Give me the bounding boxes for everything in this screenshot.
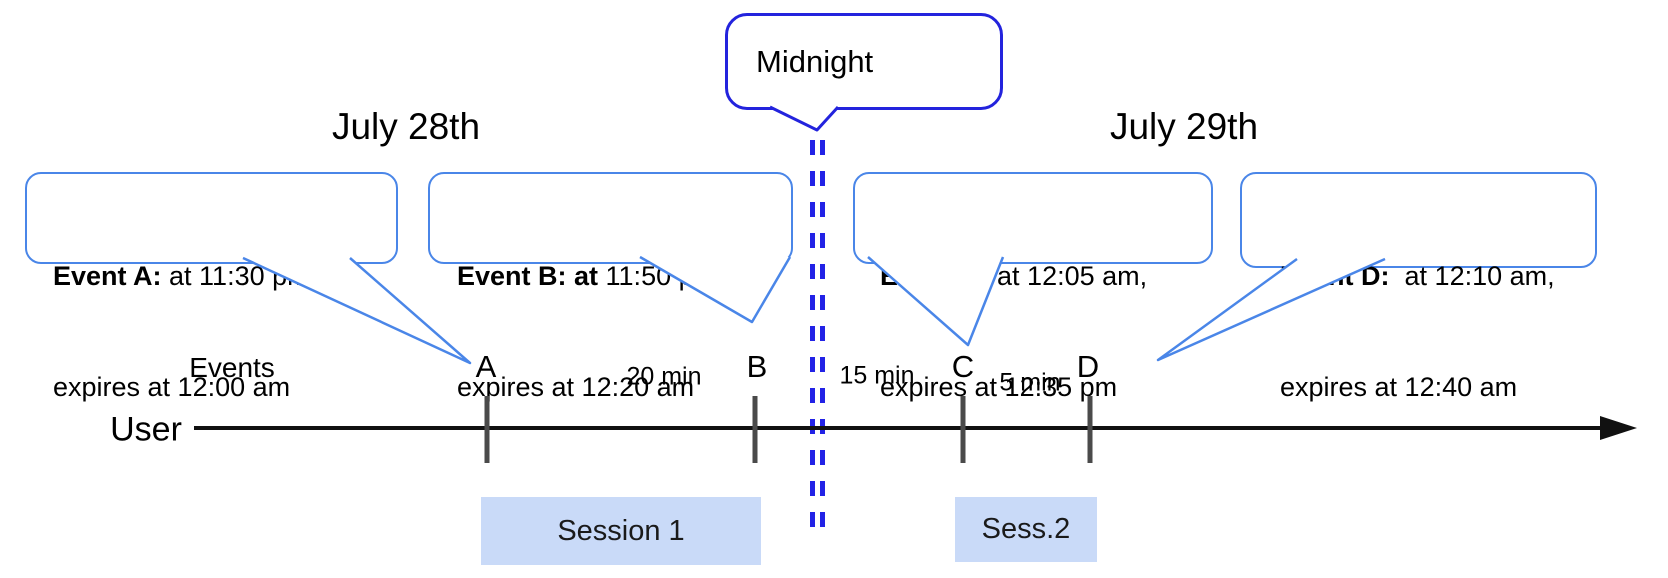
tick-label-d: D — [1076, 349, 1100, 384]
event-c-callout: Event C: at 12:05 am, expires at 12:35 p… — [853, 172, 1213, 402]
session-1-box: Session 1 — [481, 497, 761, 565]
midnight-label: Midnight — [756, 43, 874, 79]
interval-20min-label: 20 min — [626, 362, 702, 391]
tick-label-a: A — [475, 349, 497, 384]
timeline-arrowhead — [1600, 416, 1637, 440]
session-2-label: Sess.2 — [981, 513, 1071, 545]
midnight-callout-tail — [769, 105, 840, 132]
event-a-time: at 11:30 pm, — [161, 261, 318, 291]
interval-15min-label: 15 min — [839, 361, 915, 390]
tick-label-b: B — [746, 349, 768, 384]
session-2-box: Sess.2 — [955, 497, 1097, 562]
interval-5min-label: 5 min — [999, 368, 1061, 397]
events-axis-label: Events — [189, 352, 275, 383]
event-b-line2: expires at 12:20 am — [457, 372, 695, 402]
event-c-line1: Event C: at 12:05 am, — [880, 258, 1211, 295]
event-a-callout: Event A: at 11:30 pm, expires at 12:00 a… — [25, 172, 398, 402]
event-c-bold: Event C: — [880, 261, 990, 291]
event-a-line2: expires at 12:00 am — [53, 372, 291, 402]
user-axis-label: User — [110, 410, 182, 449]
session-1-label: Session 1 — [557, 514, 685, 547]
event-a-line1: Event A: at 11:30 pm, — [53, 258, 396, 295]
event-d-time: at 12:10 am, — [1389, 261, 1555, 291]
date-july-28th: July 28th — [331, 106, 481, 147]
date-july-29th: July 29th — [1109, 106, 1259, 147]
tick-label-c: C — [951, 349, 975, 384]
event-d-callout: Event D: at 12:10 am, expires at 12:40 a… — [1240, 172, 1597, 402]
event-a-bold: Event A: — [53, 261, 162, 291]
midnight-callout: Midnight — [725, 13, 1003, 110]
event-b-line1: Event B: at 11:50 pm, — [457, 258, 791, 295]
event-b-time: 11:50 pm, — [598, 261, 724, 291]
event-d-line1: Event D: at 12:10 am, — [1280, 258, 1595, 295]
event-d-line2: expires at 12:40 am — [1280, 372, 1518, 402]
event-b-callout: Event B: at 11:50 pm, expires at 12:20 a… — [428, 172, 793, 402]
event-b-bold: Event B: at — [457, 261, 599, 291]
event-c-line2: expires at 12:35 pm — [880, 372, 1118, 402]
event-d-bold: Event D: — [1280, 261, 1390, 291]
event-c-time: at 12:05 am, — [989, 261, 1148, 291]
